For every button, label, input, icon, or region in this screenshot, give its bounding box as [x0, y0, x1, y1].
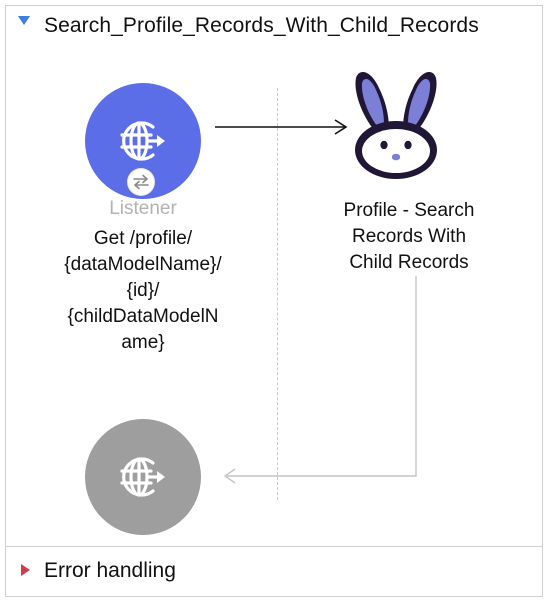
triangle-right-icon[interactable]	[21, 564, 30, 576]
listener-label: Listener	[109, 198, 177, 219]
bunny-icon[interactable]	[349, 66, 443, 182]
flow-canvas: Listener Get /profile/ {dataModelName}/ …	[6, 46, 542, 546]
error-section-divider	[6, 546, 542, 547]
swap-arrows-icon	[128, 169, 154, 195]
source-process-divider	[277, 88, 278, 500]
error-handling-label: Error handling	[44, 559, 176, 582]
listener-response[interactable]	[85, 419, 201, 535]
globe-arrow-icon	[120, 457, 165, 497]
flow-arrow-forward	[215, 119, 348, 135]
triangle-down-icon[interactable]	[18, 16, 30, 25]
flow-title: Search_Profile_Records_With_Child_Record…	[44, 14, 479, 37]
listener-path: Get /profile/ {dataModelName}/ {id}/ {ch…	[64, 228, 222, 353]
flow-arrow-return	[223, 276, 417, 484]
flow-header[interactable]: Search_Profile_Records_With_Child_Record…	[6, 6, 542, 46]
globe-arrow-icon	[120, 121, 165, 161]
profile-step-label: Profile - Search Records With Child Reco…	[343, 200, 475, 273]
error-handling-section[interactable]: Error handling	[6, 554, 542, 594]
flow-container: Search_Profile_Records_With_Child_Record…	[5, 5, 543, 597]
